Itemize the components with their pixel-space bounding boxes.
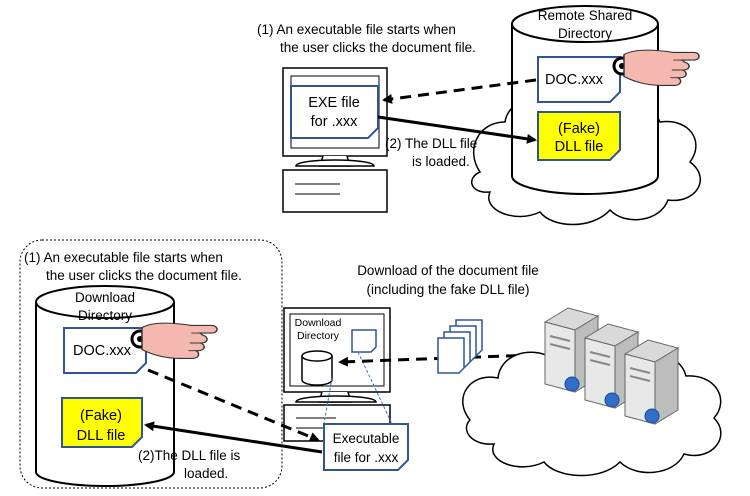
bottom-local-pc-box [19,239,283,489]
bottom-fake-dll-file-icon[interactable] [61,397,143,448]
bottom-pointing-hand-icon [141,322,218,360]
top-exe-label-2: for .xxx [311,114,358,130]
bottom-exe-label-1: Executable [333,431,400,446]
top-fake-dll-file-icon[interactable] [537,111,621,161]
top-step2-line2: is loaded. [412,154,470,169]
download-dir-label-2: Directory [78,308,132,323]
download-dir-label-1: Download [75,290,135,305]
top-step1-line2: the user clicks the document file. [280,40,476,55]
top-exe-label-1: EXE file [308,95,360,111]
top-solid-arrow [377,115,537,144]
top-fake-label-2: DLL file [555,139,604,155]
remote-dir-label-2: Directory [558,26,612,41]
zoom-line-left [323,377,333,425]
bottom-exe-file-icon[interactable] [323,423,409,471]
pc-dir-label-2: Directory [297,330,340,342]
top-step1-line1: (1) An executable file starts when [257,22,456,37]
bottom-step1-line1: (1) An executable file starts when [24,250,223,265]
top-step2-line1: (2) The DLL file [385,136,477,151]
document-stack-icon [437,319,483,374]
bottom-step1-line2: the user clicks the document file. [46,268,242,283]
bottom-solid-arrow-to-dll [144,421,323,454]
top-doc-file-icon[interactable] [537,56,621,103]
pc-mini-doc-icon [351,329,377,353]
pc-dir-label-1: Download [295,317,342,329]
bottom-dashed-arrow-to-exe [147,368,320,442]
top-fake-label-1: (Fake) [558,121,600,137]
bottom-step2-line2: loaded. [184,466,228,481]
bottom-exe-label-2: file for .xxx [334,450,399,465]
top-exe-file-icon[interactable] [290,85,379,139]
pc-mini-cylinder-icon [301,350,333,386]
bottom-doc-label: DOC.xxx [73,343,132,359]
bottom-step2-line1: (2)The DLL file is [138,448,241,463]
top-dashed-arrow [382,78,537,104]
download-note-line2: (including the fake DLL file) [366,282,529,297]
bottom-fake-label-2: DLL file [77,428,126,444]
remote-dir-label-1: Remote Shared [538,8,633,23]
zoom-line-right [357,351,393,425]
server-icon-3 [623,339,680,425]
top-pointing-hand-icon [623,49,700,87]
bottom-fake-label-1: (Fake) [80,408,122,424]
download-note-line1: Download of the document file [357,263,539,278]
bottom-doc-file-icon[interactable] [63,327,147,374]
top-doc-label: DOC.xxx [545,72,604,88]
